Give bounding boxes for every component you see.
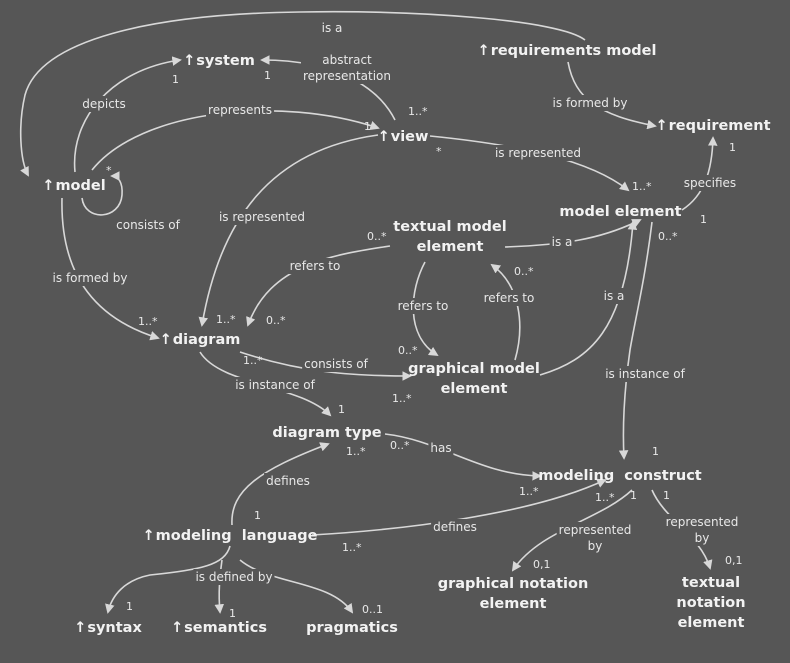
mult-requirement-specifies: 1	[729, 141, 736, 154]
edge-model-depicts-system	[73, 56, 182, 173]
label-represented-by-graphical: represented by	[556, 522, 634, 554]
label-consists-of-model: consists of	[114, 217, 182, 233]
label-represented-by-textual: represented by	[663, 514, 741, 546]
node-modeling-construct: modeling construct	[538, 468, 702, 484]
mult-construct-graphical: 1	[630, 489, 637, 502]
mult-me-specifies: 1	[700, 213, 707, 226]
node-model: ↑model	[42, 178, 106, 194]
mult-textual-notation: 0,1	[725, 554, 743, 567]
mult-diagram-refers: 0..*	[266, 314, 286, 327]
edge-language-defined-syntax	[105, 545, 231, 614]
mult-language-type: 1	[254, 509, 261, 522]
label-abstract-representation: abstract representation	[300, 52, 394, 84]
mult-textual-refers: 0..*	[367, 230, 387, 243]
node-pragmatics: pragmatics	[306, 620, 398, 636]
label-represents: represents	[206, 102, 274, 118]
label-defines-construct: defines	[431, 519, 479, 535]
mult-construct-defines: 1..*	[595, 491, 615, 504]
node-diagram-type: diagram type	[272, 425, 382, 441]
edge-view-represented-diagram	[198, 134, 379, 327]
label-is-formed-by-req: is formed by	[550, 95, 630, 111]
node-view: ↑view	[377, 129, 429, 145]
label-refers-to-right: refers to	[481, 290, 537, 306]
mult-construct-has: 1..*	[519, 485, 539, 498]
mult-view-star: *	[436, 145, 442, 158]
label-is-instance-of-diagram: is instance of	[233, 377, 317, 393]
mult-pragmatics: 0..1	[362, 603, 383, 616]
edge-language-defined-semantics	[214, 559, 225, 614]
label-is-instance-of-element: is instance of	[603, 366, 687, 382]
label-specifies: specifies	[681, 175, 739, 191]
node-diagram: ↑diagram	[159, 332, 241, 348]
edge-modelelement-instanceof-construct	[618, 221, 653, 460]
mult-view-abstract: 1..*	[408, 105, 428, 118]
node-textual-notation-element: textual notation element	[676, 575, 746, 631]
edge-language-defines-type	[231, 442, 330, 526]
mult-graphical-consists: 1..*	[392, 392, 412, 405]
label-depicts: depicts	[80, 96, 128, 112]
edge-reqmodel-formedby-requirement	[567, 61, 657, 130]
edge-language-defines-construct	[311, 478, 607, 536]
edge-modelelement-specifies-requirement	[681, 136, 718, 211]
node-textual-model-element: textual model element	[393, 219, 507, 255]
node-syntax: ↑syntax	[74, 620, 142, 636]
mult-model-star: *	[106, 164, 112, 177]
mult-language-defines: 1..*	[342, 541, 362, 554]
mult-system-depicts: 1	[172, 73, 179, 86]
node-modeling-language: ↑modeling language	[142, 528, 318, 544]
mult-construct-textual: 1	[663, 489, 670, 502]
label-refers-to-left: refers to	[287, 258, 343, 274]
node-requirements-model: ↑requirements model	[477, 43, 657, 59]
label-refers-to-mid: refers to	[395, 298, 451, 314]
mult-me-represented: 1..*	[632, 180, 652, 193]
mult-semantics: 1	[229, 607, 236, 620]
edge-reqmodel-isa-model	[19, 10, 586, 177]
mult-graphical-notation: 0,1	[533, 558, 551, 571]
label-textual-is-a: is a	[549, 234, 575, 250]
label-graphical-is-a: is a	[601, 288, 627, 304]
edge-model-represents-view	[91, 110, 380, 171]
edge-type-has-construct	[384, 433, 542, 481]
mult-system-abstract: 1	[264, 69, 271, 82]
mult-syntax: 1	[126, 600, 133, 613]
node-graphical-model-element: graphical model element	[408, 361, 540, 397]
mult-diagram-formed: 1..*	[138, 315, 158, 328]
mult-textual-refers-2: 0..*	[514, 265, 534, 278]
node-system: ↑system	[183, 53, 255, 69]
label-is-represented-diagram: is represented	[216, 209, 308, 225]
node-graphical-notation-element: graphical notation element	[437, 576, 589, 612]
label-is-a-top: is a	[319, 20, 345, 36]
mult-construct-instance: 1	[652, 445, 659, 458]
mult-graphical-refers: 0..*	[398, 344, 418, 357]
edge-language-defined-pragmatics	[239, 559, 354, 614]
edge-model-consists-model	[81, 171, 123, 216]
edge-textual-isa-modelelement	[504, 219, 642, 248]
label-is-defined-by: is defined by	[193, 569, 275, 585]
mult-me-zero-many: 0..*	[658, 230, 678, 243]
node-semantics: ↑semantics	[171, 620, 267, 636]
node-requirement: ↑requirement	[655, 118, 771, 134]
label-has: has	[428, 440, 454, 456]
label-is-represented-view: is represented	[492, 145, 584, 161]
edge-graphical-refersto-textual	[490, 263, 521, 361]
label-is-formed-by-model: is formed by	[50, 270, 130, 286]
edge-graphical-isa-modelelement	[539, 220, 638, 376]
label-defines-type: defines	[264, 473, 312, 489]
mult-view-represents: 1	[364, 120, 371, 133]
edge-model-formedby-diagram	[61, 197, 160, 341]
mult-diagram-type-instance: 1	[338, 403, 345, 416]
label-consists-of-diagram: consists of	[302, 356, 370, 372]
mult-diagram-consists: 1..*	[243, 354, 263, 367]
node-model-element: model element	[559, 204, 682, 220]
mult-diagram-type-has: 0..*	[390, 439, 410, 452]
mult-diagram-type-defines: 1..*	[346, 445, 366, 458]
mult-diagram-represented: 1..*	[216, 313, 236, 326]
